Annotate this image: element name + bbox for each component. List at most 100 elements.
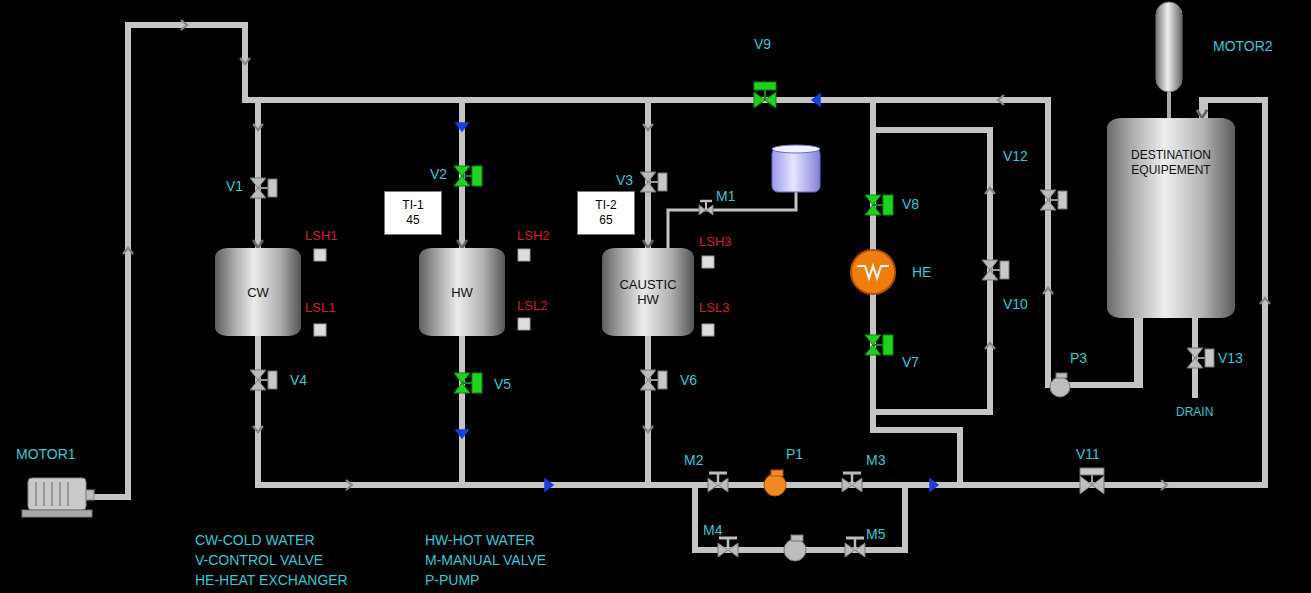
flow-arrow [985,343,995,349]
level-switch-tag: LSL2 [517,298,547,314]
control-valve [454,373,482,393]
equipment-tag: P3 [1070,350,1087,366]
motor-1-icon [22,478,94,517]
level-switch-tag: LSL3 [699,300,729,316]
manual-valve [718,538,738,557]
pipe [92,25,1140,497]
equipment-tag: V13 [1218,350,1243,366]
dosing-vessel-top [772,145,820,153]
manual-valve [845,538,865,557]
legend-note: HW-HOT WATER [425,532,535,548]
flow-arrow [456,430,468,438]
control-valve [640,370,667,390]
process-pipe [258,100,1265,485]
equipment-tag: MOTOR1 [16,446,76,462]
flow-arrow [253,124,263,130]
node-title: CW [247,285,269,300]
equipment-tag: P1 [786,446,803,462]
equipment-tag: HE [912,264,931,280]
pipe [462,336,648,485]
legend-note: V-CONTROL VALVE [195,552,323,568]
node-title: DESTINATION EQUIPEMENT [1115,148,1227,178]
node-title: HW [451,285,473,300]
equipment-tag: V12 [1003,148,1028,164]
flow-arrows [123,20,1270,491]
equipment-tag: V11 [1076,446,1100,462]
legend-note: P-PUMP [425,572,479,588]
pipe [258,100,1265,485]
control-valve [1080,468,1104,494]
level-switch [314,324,326,336]
level-switch-tag: LSH2 [517,228,550,244]
process-pipe [258,100,1137,385]
pipe [258,100,648,248]
flow-arrow [1260,298,1270,304]
flow-arrow [346,480,352,490]
flow-arrow [545,479,553,491]
equipment-tag: M2 [684,452,703,468]
flow-arrow [1043,288,1053,294]
storage-tank: CW [215,248,301,336]
flow-arrow [998,95,1004,105]
temperature-indicator: TI-145 [384,191,442,235]
flow-arrow [123,248,133,254]
flow-arrow [181,20,187,30]
node-title: TI-2 [595,198,616,213]
equipment-tag: V5 [494,376,511,392]
control-valve [1187,348,1214,368]
pump-1 [764,470,786,496]
storage-tank: HW [419,248,505,336]
destination-vessel: DESTINATION EQUIPEMENT [1107,118,1235,318]
node-title: CAUSTIC HW [610,277,686,307]
equipment-tag: M5 [866,526,885,542]
process-pipe [648,100,1265,485]
level-switch-tag: LSH1 [305,228,338,244]
equipment-tag: V2 [430,166,447,182]
pump-3 [1050,373,1070,397]
pump-2 [784,535,806,561]
motor-2-icon [1156,2,1182,118]
storage-tank: CAUSTIC HW [602,248,694,336]
equipment-tag: V6 [680,372,697,388]
control-valve [250,178,277,198]
process-pipe [462,100,1265,485]
static-pipes [92,25,1265,550]
control-valve [865,195,893,215]
flow-arrow [643,426,653,432]
equipment-tag: V8 [902,196,919,212]
equipment-tag: MOTOR2 [1213,38,1273,54]
control-valve [982,260,1009,280]
level-switch-tag: LSL1 [305,300,335,316]
control-valve [865,335,893,355]
level-switch [518,318,530,330]
flow-arrow [643,124,653,130]
flow-arrow [456,123,468,131]
node-value: 45 [406,213,419,228]
process-pipe [462,100,1137,385]
equipment-tag: V1 [226,178,243,194]
control-valve [754,82,776,108]
equipment-tag: DRAIN [1176,404,1213,420]
level-switch [702,256,714,268]
equipment-tag: M1 [716,188,735,204]
equipment-tag: M3 [866,452,885,468]
level-switch [314,249,326,261]
flow-arrow [240,58,250,64]
control-valve [250,370,277,390]
flow-arrow [812,94,820,106]
equipment-tag: V3 [616,172,633,188]
flow-arrow [985,188,995,194]
control-valve [1040,190,1067,210]
manual-valve [699,201,713,215]
dosing-vessel [772,148,820,192]
level-switch [518,249,530,261]
control-valve [640,172,667,192]
legend-note: M-MANUAL VALVE [425,552,546,568]
level-switches [314,249,714,336]
flow-arrow [930,479,938,491]
node-value: 65 [599,213,612,228]
equipment-tag: M4 [703,522,722,538]
equipment-tag: V7 [902,354,919,370]
manual-valve [708,473,728,492]
legend-note: HE-HEAT EXCHANGER [195,572,348,588]
